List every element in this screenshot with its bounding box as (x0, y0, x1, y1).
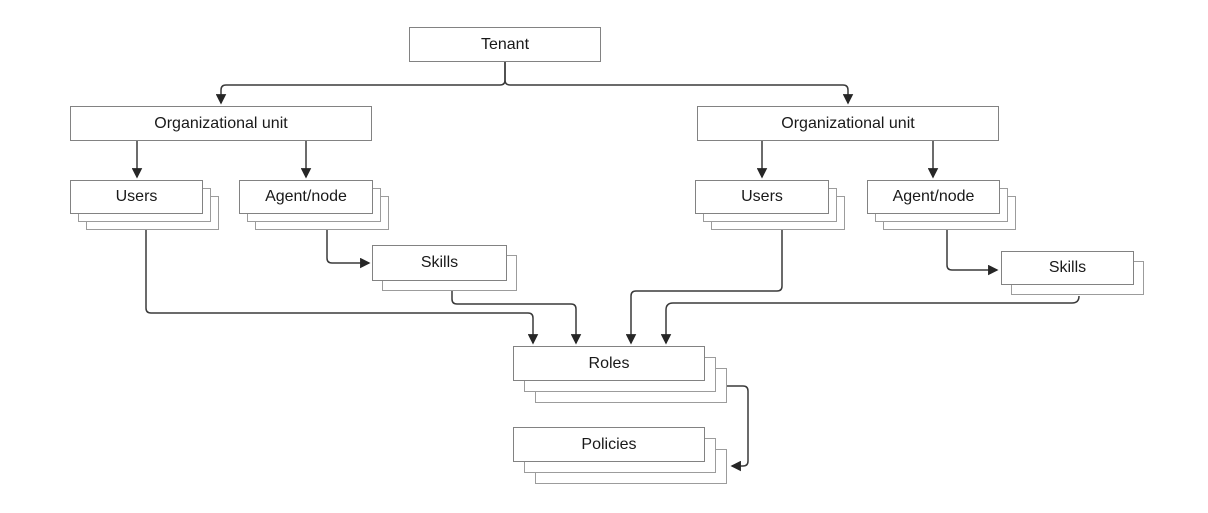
node-org-unit-right-box: Organizational unit (697, 106, 999, 141)
node-skills-left-box: Skills (372, 245, 507, 281)
node-policies-label: Policies (581, 435, 637, 453)
node-org-unit-right-label: Organizational unit (781, 114, 915, 132)
node-skills-left: Skills (372, 245, 517, 291)
node-tenant-box: Tenant (409, 27, 601, 62)
edge-tenant-org-left (215, 62, 506, 105)
edge-tenant-org-right (504, 62, 854, 105)
node-users-left-label: Users (115, 188, 158, 205)
node-tenant: Tenant (409, 27, 601, 62)
node-policies: Policies (513, 427, 727, 484)
node-roles-box: Roles (513, 346, 705, 381)
node-users-left-box: Users (70, 180, 203, 214)
node-policies-box: Policies (513, 427, 705, 462)
node-agent-right: Agent/node (867, 180, 1016, 230)
edge-usersright-roles (625, 230, 783, 345)
node-skills-right: Skills (1001, 251, 1144, 295)
node-agent-left-label: Agent/node (265, 188, 347, 205)
node-users-left: Users (70, 180, 219, 230)
edge-agentright-skills (946, 230, 999, 276)
edge-agentleft-skills (326, 230, 371, 269)
node-org-unit-left: Organizational unit (70, 106, 372, 141)
node-agent-right-box: Agent/node (867, 180, 1000, 214)
node-agent-left: Agent/node (239, 180, 389, 230)
node-skills-right-box: Skills (1001, 251, 1134, 285)
edge-roles-policies (727, 385, 749, 472)
node-users-right-label: Users (741, 188, 783, 205)
edge-skillsleft-roles (451, 291, 582, 345)
node-agent-left-box: Agent/node (239, 180, 373, 214)
node-org-unit-left-box: Organizational unit (70, 106, 372, 141)
edge-skillsright-roles (660, 295, 1080, 345)
node-agent-right-label: Agent/node (892, 188, 975, 205)
node-users-right-box: Users (695, 180, 829, 214)
node-skills-right-label: Skills (1048, 259, 1087, 276)
node-tenant-label: Tenant (480, 35, 530, 53)
node-roles-label: Roles (588, 354, 630, 372)
node-org-unit-right: Organizational unit (697, 106, 999, 141)
node-roles: Roles (513, 346, 727, 403)
node-users-right: Users (695, 180, 845, 230)
node-org-unit-left-label: Organizational unit (154, 114, 288, 132)
node-skills-left-label: Skills (420, 254, 459, 271)
